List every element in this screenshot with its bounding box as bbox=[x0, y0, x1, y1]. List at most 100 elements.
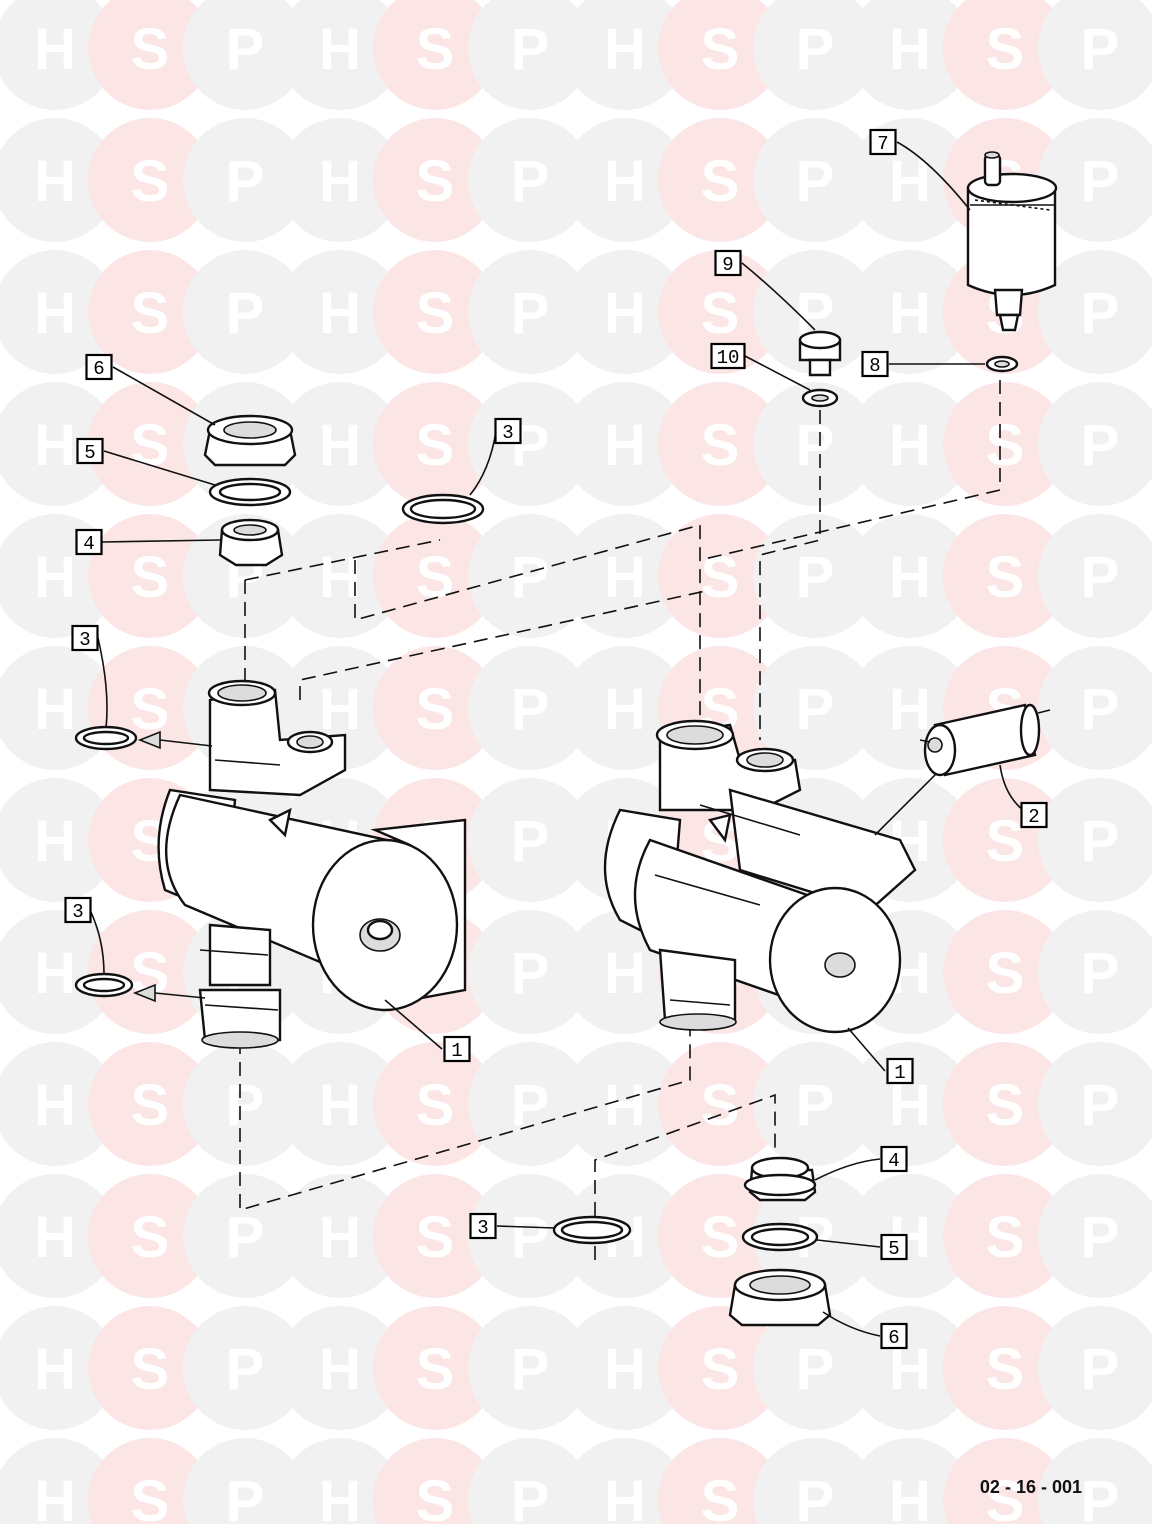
callout-box bbox=[869, 128, 897, 156]
watermark-letter: P bbox=[511, 1073, 550, 1138]
watermark-circle bbox=[373, 250, 497, 374]
watermark-letter: P bbox=[1081, 1205, 1120, 1270]
watermark-letter: P bbox=[1081, 17, 1120, 82]
watermark-letter: S bbox=[131, 149, 170, 214]
watermark-circle bbox=[1038, 910, 1152, 1034]
watermark-letter: H bbox=[604, 677, 646, 742]
watermark-circle bbox=[1038, 1438, 1152, 1524]
callout-7: 7 bbox=[869, 128, 897, 156]
watermark-circle bbox=[468, 0, 592, 110]
watermark-circle bbox=[563, 0, 687, 110]
callout-6: 6 bbox=[85, 353, 113, 381]
watermark-circle bbox=[1038, 1174, 1152, 1298]
watermark-circle bbox=[88, 910, 212, 1034]
watermark-circle bbox=[278, 1174, 402, 1298]
watermark-circle bbox=[563, 1438, 687, 1524]
callout-10: 10 bbox=[710, 342, 746, 370]
watermark-letter: P bbox=[1081, 281, 1120, 346]
callout-box bbox=[76, 437, 104, 465]
watermark-circle bbox=[943, 1438, 1067, 1524]
watermark-letter: H bbox=[889, 413, 931, 478]
watermark-letter: S bbox=[986, 1205, 1025, 1270]
watermark-letter: P bbox=[796, 1073, 835, 1138]
callout-4: 4 bbox=[75, 528, 103, 556]
callout-9: 9 bbox=[714, 249, 742, 277]
watermark-letter: S bbox=[131, 1469, 170, 1524]
watermark-letter: S bbox=[131, 1337, 170, 1402]
watermark-letter: H bbox=[319, 281, 361, 346]
watermark-letter: P bbox=[796, 545, 835, 610]
watermark-circle bbox=[0, 382, 117, 506]
watermark-letter: S bbox=[416, 149, 455, 214]
callout-number: 2 bbox=[1028, 806, 1039, 828]
watermark-circle bbox=[1038, 1306, 1152, 1430]
watermark-circle bbox=[1038, 0, 1152, 110]
watermark-letter: P bbox=[1081, 809, 1120, 874]
watermark-letter: P bbox=[1081, 1073, 1120, 1138]
watermark-circle bbox=[468, 1174, 592, 1298]
watermark-circle bbox=[0, 1438, 117, 1524]
callout-6: 6 bbox=[880, 1322, 908, 1350]
watermark-letter: H bbox=[34, 1073, 76, 1138]
watermark-letter: S bbox=[416, 1205, 455, 1270]
watermark-letter: P bbox=[796, 677, 835, 742]
assembly-lines bbox=[239, 380, 1001, 1260]
watermark-letter: P bbox=[796, 1337, 835, 1402]
watermark-circle bbox=[658, 1042, 782, 1166]
watermark-letter: P bbox=[796, 413, 835, 478]
watermark-circle bbox=[943, 382, 1067, 506]
watermark-letter: H bbox=[319, 1469, 361, 1524]
watermark-letter: S bbox=[986, 1337, 1025, 1402]
o-ring-3-left-upper bbox=[74, 725, 138, 751]
watermark-letter: S bbox=[416, 677, 455, 742]
left-washer-5 bbox=[208, 477, 292, 507]
callout-number: 1 bbox=[894, 1062, 905, 1084]
watermark-letter: S bbox=[701, 413, 740, 478]
watermark-letter: P bbox=[226, 1205, 265, 1270]
callout-number: 3 bbox=[477, 1217, 488, 1239]
watermark-circle bbox=[278, 0, 402, 110]
watermark-letter: P bbox=[796, 1469, 835, 1524]
watermark-letter: H bbox=[34, 809, 76, 874]
callout-box bbox=[880, 1145, 908, 1173]
watermark-circle bbox=[753, 250, 877, 374]
watermark-letter: S bbox=[986, 941, 1025, 1006]
watermark-circle bbox=[563, 514, 687, 638]
callout-box bbox=[861, 350, 889, 378]
callout-box bbox=[1020, 801, 1048, 829]
watermark-circle bbox=[753, 1042, 877, 1166]
callout-number: 10 bbox=[717, 347, 740, 369]
watermark-letter: H bbox=[319, 1205, 361, 1270]
watermark-letter: P bbox=[1081, 545, 1120, 610]
watermark-circle bbox=[658, 0, 782, 110]
watermark-letter: S bbox=[701, 149, 740, 214]
watermark-letter: S bbox=[701, 1469, 740, 1524]
watermark-letter: S bbox=[131, 1205, 170, 1270]
watermark-circle bbox=[658, 382, 782, 506]
watermark-circle bbox=[373, 118, 497, 242]
watermark-circle bbox=[183, 1438, 307, 1524]
watermark-circle bbox=[658, 250, 782, 374]
watermark-letter: P bbox=[511, 1337, 550, 1402]
watermark-circle bbox=[88, 118, 212, 242]
watermark-letter: H bbox=[889, 149, 931, 214]
watermark-circle bbox=[373, 382, 497, 506]
watermark-circle bbox=[0, 250, 117, 374]
watermark-circle bbox=[468, 514, 592, 638]
watermark-circle bbox=[1038, 778, 1152, 902]
watermark-letter: H bbox=[604, 149, 646, 214]
watermark-letter: S bbox=[416, 281, 455, 346]
watermark-letter: P bbox=[1081, 941, 1120, 1006]
watermark-letter: H bbox=[34, 1469, 76, 1524]
callout-number: 9 bbox=[722, 254, 733, 276]
watermark-letter: H bbox=[604, 17, 646, 82]
watermark-circle bbox=[373, 1042, 497, 1166]
watermark-letter: H bbox=[604, 413, 646, 478]
watermark-circle bbox=[373, 1306, 497, 1430]
callout-number: 4 bbox=[888, 1150, 899, 1172]
washer-10 bbox=[801, 388, 839, 408]
leader-lines bbox=[89, 141, 1031, 1337]
washer-8 bbox=[985, 355, 1019, 373]
watermark-circle bbox=[183, 1042, 307, 1166]
